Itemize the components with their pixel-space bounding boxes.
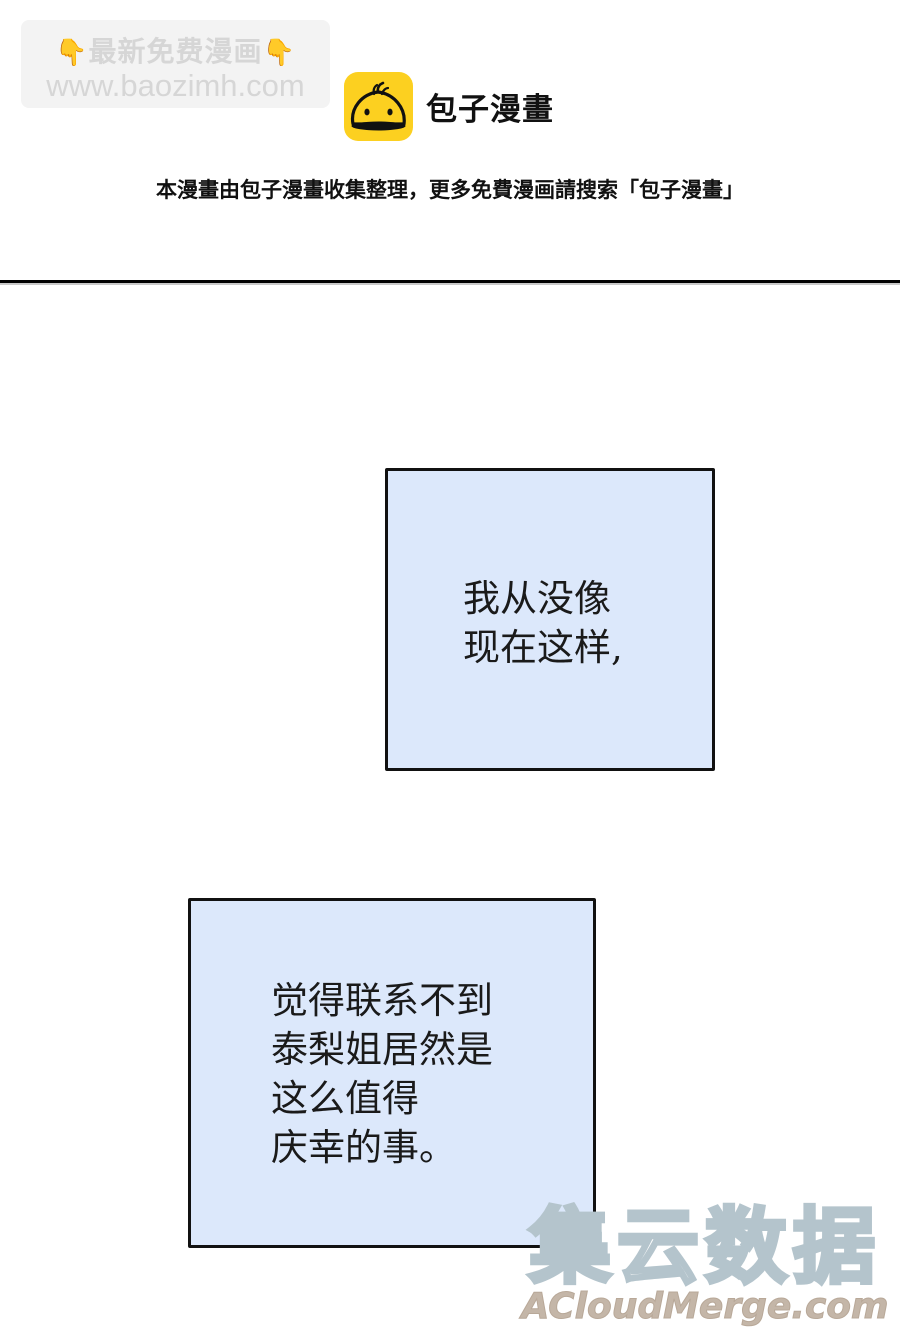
watermark-en-text: ACloudMerge.com [521,1286,889,1328]
comic-panel-1: 我从没像 现在这样, [385,468,715,771]
source-notice: 本漫畫由包子漫畫收集整理，更多免費漫画請搜索「包子漫畫」 [156,178,744,202]
watermark: 集云数据 ACloudMerge.com [515,1198,895,1340]
promo-headline-text: 最新免费漫画 [88,35,263,68]
brand-header: 包子漫畫 [344,71,554,141]
pointing-down-hand-icon: 👇 [262,38,296,68]
pointing-down-hand-icon: 👇 [55,38,89,68]
promo-banner[interactable]: 👇最新免费漫画👇 www.baozimh.com [21,20,330,108]
header-divider [0,280,900,283]
baozi-bun-logo-icon [344,71,413,141]
watermark-cn-text: 集云数据 [527,1198,881,1297]
comic-panel-2: 觉得联系不到 泰梨姐居然是 这么值得 庆幸的事。 [188,898,596,1248]
panel-2-dialog: 觉得联系不到 泰梨姐居然是 这么值得 庆幸的事。 [271,979,493,1169]
promo-headline: 👇最新免费漫画👇 [21,30,330,70]
panel-1-dialog: 我从没像 现在这样, [463,577,623,669]
brand-name: 包子漫畫 [426,91,554,128]
promo-url-link[interactable]: www.baozimh.com [46,68,305,103]
